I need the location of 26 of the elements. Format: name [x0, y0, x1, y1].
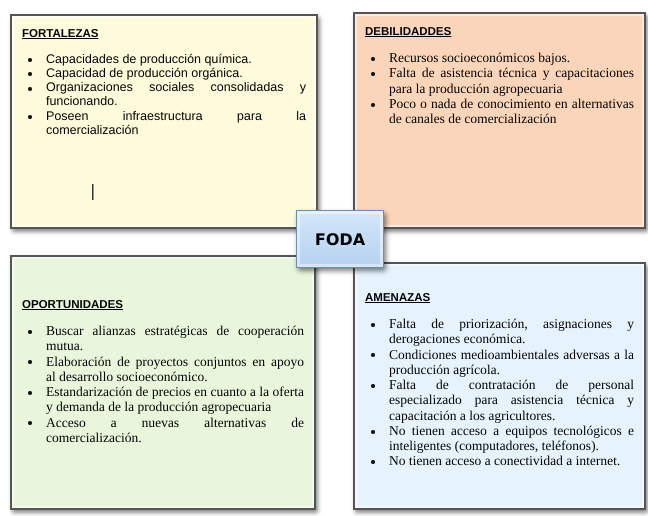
- bullet-item: Buscar alianzas estratégicas de cooperación mutua.: [46, 323, 304, 354]
- bullet-item: Poseen infraestructura para la comercialización: [46, 108, 306, 137]
- quadrant-panel: [10, 14, 318, 229]
- quadrant-panel: [353, 262, 646, 510]
- panel-heading: AMENAZAS: [365, 292, 430, 304]
- quadrant-panel: [353, 12, 646, 229]
- bullet-item: Capacidad de producción orgánica.: [46, 66, 243, 80]
- bullet-item: Estandarización de precios en cuanto a la oferta y demanda de la producción agropecuaria: [46, 384, 304, 414]
- center-title: FODA: [314, 230, 366, 248]
- panel-heading: FORTALEZAS: [22, 28, 98, 40]
- bullet-item: Falta de asistencia técnica y capacitaciones para la producción agropecuaria: [389, 65, 634, 96]
- center-box: [296, 210, 384, 268]
- bullet-item: Falta de priorización, asignaciones y derogaciones económica.: [389, 316, 634, 346]
- bullet-item: Falta de contratación de personal especializado para asistencia técnica y capacitación a los agricultores.: [389, 377, 634, 422]
- panel-heading: OPORTUNIDADES: [22, 299, 123, 311]
- bullet-item: No tienen acceso a conectividad a internet.: [389, 453, 620, 468]
- bullet-item: Condiciones medioambientales adversas a la producción agrícola.: [389, 346, 634, 377]
- bullet-item: Recursos socioeconómicos bajos.: [389, 50, 570, 65]
- bullet-item: Acceso a nuevas alternativas de comercialización.: [46, 414, 304, 445]
- bullet-item: No tienen acceso a equipos tecnológicos e inteligentes (computadores, teléfonos).: [389, 422, 634, 453]
- bullet-item: Organizaciones sociales consolidadas y funcionando.: [46, 80, 306, 108]
- bullet-item: Capacidades de producción química.: [46, 52, 252, 66]
- bullet-item: Poco o nada de conocimiento en alternativas de canales de comercialización: [389, 96, 634, 126]
- quadrant-panel: [10, 255, 316, 510]
- bullet-item: Elaboración de proyectos conjuntos en apoyo al desarrollo socioeconómico.: [46, 354, 304, 384]
- panel-heading: DEBILIDADDES: [365, 26, 452, 38]
